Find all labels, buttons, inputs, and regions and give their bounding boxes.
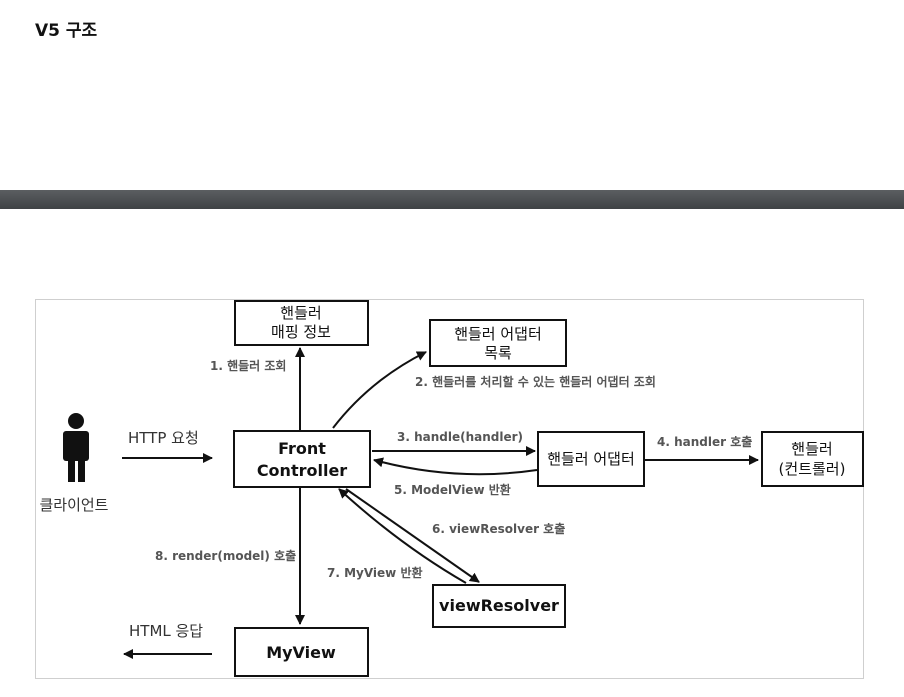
html-response-label: HTML 응답 [129, 622, 203, 640]
handler-mapping-box [234, 300, 369, 346]
view-resolver-label: viewResolver [439, 596, 559, 615]
front-controller-line1: Front [278, 439, 326, 458]
step2-label: 2. 핸들러를 처리할 수 있는 핸들러 어댑터 조회 [415, 374, 656, 389]
step7-arrow [338, 488, 467, 584]
handler-adapter-list-box [429, 319, 567, 367]
handler-mapping-line2: 매핑 정보 [271, 323, 331, 341]
handler-controller-line2: (컨트롤러) [779, 460, 846, 478]
step6-arrow [345, 488, 480, 583]
myview-box [234, 627, 369, 677]
page-title: V5 구조 [35, 21, 98, 41]
step5-label: 5. ModelView 반환 [394, 482, 511, 497]
step4-label: 4. handler 호출 [657, 434, 752, 449]
client-person-icon [63, 413, 89, 482]
handler-mapping-line1: 핸들러 [280, 304, 321, 322]
handler-adapter-box [537, 431, 645, 487]
divider-bar [0, 190, 904, 209]
step3-label: 3. handle(handler) [397, 430, 523, 444]
handler-controller-line1: 핸들러 [791, 440, 832, 458]
handler-controller-box [761, 431, 864, 487]
step2-arrow [332, 351, 427, 429]
http-request-label: HTTP 요청 [128, 429, 199, 447]
client-label: 클라이언트 [39, 496, 108, 514]
handler-adapter-label: 핸들러 어댑터 [547, 450, 635, 468]
view-resolver-box [432, 584, 566, 628]
handler-adapter-list-line2: 목록 [484, 344, 512, 362]
step7-label: 7. MyView 반환 [327, 565, 423, 580]
myview-label: MyView [266, 643, 336, 662]
step5-arrow [373, 457, 538, 476]
step6-label: 6. viewResolver 호출 [432, 521, 565, 536]
handler-adapter-list-line1: 핸들러 어댑터 [454, 325, 542, 343]
step8-label: 8. render(model) 호출 [155, 548, 296, 563]
front-controller-line2: Controller [257, 461, 347, 480]
step1-label: 1. 핸들러 조회 [210, 358, 286, 373]
front-controller-box [233, 430, 371, 488]
